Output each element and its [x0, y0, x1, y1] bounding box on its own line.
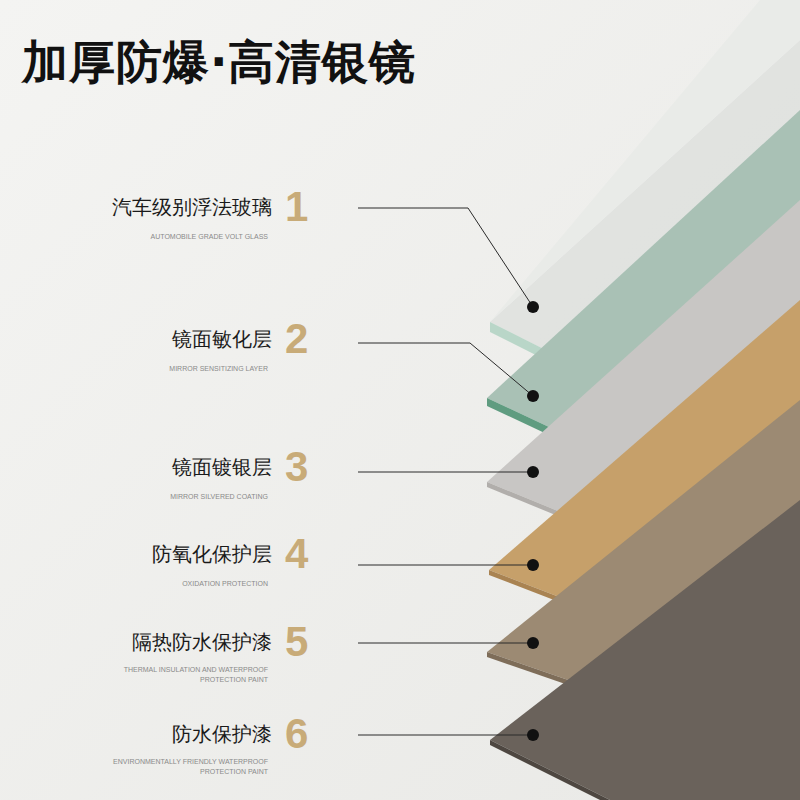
leader-dot	[527, 466, 539, 478]
page-title: 加厚防爆·高清银镜	[22, 32, 416, 94]
layer-name: 隔热防水保护漆	[132, 630, 272, 654]
callout-number: 3	[285, 442, 308, 492]
leader-dot	[527, 637, 539, 649]
leader-dot	[527, 390, 539, 402]
layer-name-english: AUTOMOBILE GRADE VOLT GLASS	[151, 232, 268, 242]
waterproof-paint-plate	[490, 500, 800, 800]
callout-number: 1	[285, 182, 308, 232]
layer-name-english: OXIDATION PROTECTION	[182, 579, 268, 589]
leader-line	[358, 565, 533, 566]
layer-name: 镜面敏化层	[172, 327, 272, 351]
callout-number: 6	[285, 709, 308, 759]
leader-dot	[527, 301, 539, 313]
leader-lines	[358, 208, 533, 735]
callout-number: 4	[285, 529, 308, 579]
layer-name: 汽车级别浮法玻璃	[112, 195, 272, 219]
leader-line	[358, 643, 533, 644]
layer-name-english: MIRROR SILVERED COATING	[170, 492, 268, 502]
layer-name-english: MIRROR SENSITIZING LAYER	[169, 364, 268, 374]
leader-line	[358, 343, 533, 396]
leader-line	[358, 472, 533, 473]
leader-dot	[527, 559, 539, 571]
layer-name: 防水保护漆	[172, 722, 272, 746]
layer-name: 防氧化保护层	[152, 542, 272, 566]
layer-name-english: ENVIRONMENTALLY FRIENDLY WATERPROOF PROT…	[108, 757, 268, 777]
layer-name-english: THERMAL INSULATION AND WATERPROOF PROTEC…	[108, 665, 268, 685]
leader-dot	[527, 729, 539, 741]
callout-number: 5	[285, 617, 308, 667]
leader-line	[358, 735, 533, 736]
callout-number: 2	[285, 314, 308, 364]
leader-dots	[527, 301, 539, 741]
layer-name: 镜面镀银层	[172, 455, 272, 479]
leader-line	[358, 208, 533, 307]
